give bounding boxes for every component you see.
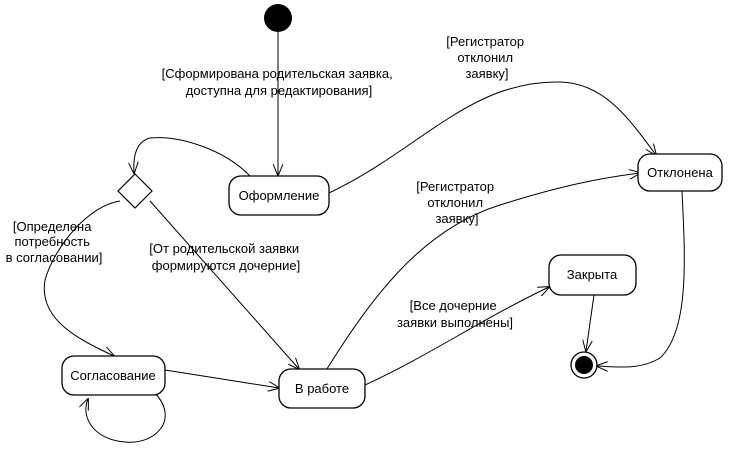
- guard-decision-to-v-rabote: [От родительской заявки формируются доче…: [149, 241, 302, 273]
- guard-oformlenie-to-otklonena: [Регистратор отклонил заявку]: [446, 34, 527, 81]
- guard-v-rabote-to-zakryta: [Все дочерние заявки выполнены]: [397, 298, 513, 330]
- edge-v-rabote-to-zakryta: [364, 287, 549, 386]
- edge-decision-to-soglasovanie: [43, 200, 121, 356]
- state-label: В работе: [295, 381, 349, 396]
- guard-initial-to-oformlenie: [Сформирована родительская заявка, досту…: [162, 66, 397, 98]
- state-otklonena: Отклонена: [637, 153, 723, 192]
- state-zakryta: Закрыта: [548, 254, 637, 296]
- edge-decision-to-v-rabote: [149, 200, 299, 369]
- decision-node: [117, 173, 153, 209]
- edge-soglasovanie-self: [86, 392, 166, 443]
- initial-node: [264, 4, 292, 32]
- edge-soglasovanie-to-v-rabote: [164, 369, 279, 388]
- edge-v-rabote-to-otklonena: [324, 173, 640, 373]
- state-label: Закрыта: [567, 267, 618, 282]
- final-node: [570, 351, 598, 379]
- state-soglasovanie: Согласование: [61, 355, 166, 396]
- edge-otklonena-to-final: [597, 190, 685, 367]
- state-label: Согласование: [70, 368, 155, 383]
- guard-decision-to-soglasovanie: [Определена потребность в согласовании]: [6, 219, 103, 265]
- state-label: Оформление: [239, 188, 320, 203]
- state-label: Отклонена: [647, 165, 713, 180]
- state-oformlenie: Оформление: [228, 175, 330, 216]
- guard-v-rabote-to-otklonena: [Регистратор отклонил заявку]: [416, 179, 497, 226]
- state-v-rabote: В работе: [278, 368, 366, 409]
- edge-oformlenie-to-otklonena: [328, 81, 656, 194]
- edge-zakryta-to-final: [586, 294, 595, 351]
- edge-oformlenie-to-decision: [134, 137, 251, 177]
